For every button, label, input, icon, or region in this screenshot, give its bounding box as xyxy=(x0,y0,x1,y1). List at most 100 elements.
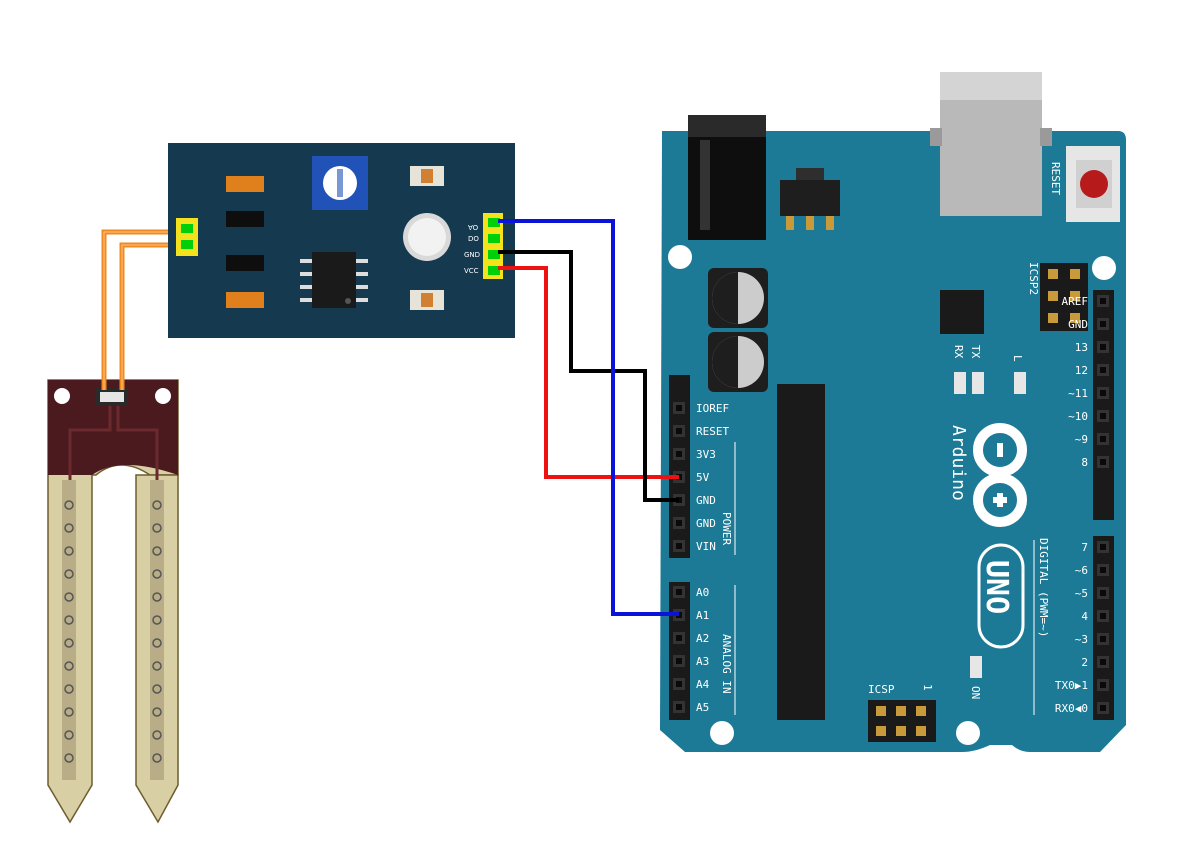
header-pin-hole xyxy=(1100,459,1106,465)
capacitor-2 xyxy=(708,332,768,392)
header-pin-hole xyxy=(676,520,682,526)
atmega-chip xyxy=(777,384,825,720)
icsp-label: ICSP xyxy=(868,683,895,696)
pin-label: ~5 xyxy=(1075,587,1088,600)
analog-header xyxy=(669,582,690,720)
pin-label: 5V xyxy=(696,471,710,484)
pin-label-gnd: GND xyxy=(464,251,480,259)
led-l-label: L xyxy=(1011,355,1024,362)
digital-header-bottom xyxy=(1093,536,1114,720)
voltage-regulator xyxy=(780,180,840,216)
probe-wires xyxy=(101,229,186,390)
header-pin-hole xyxy=(1100,367,1106,373)
pin-label: 4 xyxy=(1081,610,1088,623)
probe-trace-dot xyxy=(64,523,74,533)
wire-gnd-to-gnd xyxy=(498,250,679,502)
probe-trace-dot xyxy=(152,500,162,510)
probe-trace-dot xyxy=(152,661,162,671)
sensor-module: AO DO GND VCC xyxy=(168,143,515,338)
probe-trace-dot xyxy=(152,615,162,625)
pin-label: A3 xyxy=(696,655,709,668)
icsp2-header xyxy=(1040,263,1088,331)
pin-label: 2 xyxy=(1081,656,1088,669)
reset-button[interactable] xyxy=(1066,146,1120,222)
probe-trace-dot xyxy=(64,707,74,717)
pin-label: GND xyxy=(696,494,716,507)
header-pin-hole xyxy=(1100,636,1106,642)
arduino-brand: Arduino xyxy=(948,425,969,501)
probe-trace-dot xyxy=(64,753,74,763)
pin-label: A2 xyxy=(696,632,709,645)
analog-in-title: ANALOG IN xyxy=(720,634,733,694)
probe-trace-dot xyxy=(64,615,74,625)
probe-trace-dot xyxy=(152,684,162,694)
header-pin-hole xyxy=(676,543,682,549)
jumper-wires xyxy=(498,219,679,616)
icsp-header xyxy=(868,700,936,742)
probe-trace-dot xyxy=(64,661,74,671)
pin-label: A1 xyxy=(696,609,709,622)
header-pin-hole xyxy=(1100,659,1106,665)
probe-trace-dot xyxy=(152,569,162,579)
header-pin-hole xyxy=(1100,613,1106,619)
led-tx-label: TX xyxy=(969,345,982,359)
led-rx-label: RX xyxy=(952,345,965,359)
pin-label: 12 xyxy=(1075,364,1088,377)
pin-label: TX0▶1 xyxy=(1055,679,1088,692)
arduino-uno-board: RESET ICSP2 RX TX L ON xyxy=(660,72,1126,752)
pin-label: ~3 xyxy=(1075,633,1088,646)
header-pin-hole xyxy=(676,658,682,664)
header-pin-hole xyxy=(1100,298,1106,304)
header-pin-hole xyxy=(1100,390,1106,396)
header-pin-hole xyxy=(1100,567,1106,573)
header-pin-hole xyxy=(676,451,682,457)
header-pin-hole xyxy=(1100,590,1106,596)
pin-label: A4 xyxy=(696,678,710,691)
icsp2-label: ICSP2 xyxy=(1027,262,1040,295)
digital-title: DIGITAL (PWM=~) xyxy=(1037,538,1050,637)
capacitor-1 xyxy=(708,268,768,328)
pin-label: RX0◀0 xyxy=(1055,702,1088,715)
header-pin-hole xyxy=(676,589,682,595)
pin-label: 3V3 xyxy=(696,448,716,461)
header-pin-hole xyxy=(676,405,682,411)
pin-label: IOREF xyxy=(696,402,729,415)
header-pin-hole xyxy=(1100,344,1106,350)
pin-label: AREF xyxy=(1062,295,1089,308)
power-title: POWER xyxy=(720,512,733,545)
probe-trace-dot xyxy=(152,523,162,533)
probe-trace-dot xyxy=(64,592,74,602)
header-pin-hole xyxy=(1100,413,1106,419)
pin-label: A5 xyxy=(696,701,709,714)
pin-label: ~10 xyxy=(1068,410,1088,423)
pin-label: GND xyxy=(1068,318,1088,331)
pin-label: 13 xyxy=(1075,341,1088,354)
pin-label: RESET xyxy=(696,425,729,438)
probe-trace-dot xyxy=(64,730,74,740)
pin-label: 8 xyxy=(1081,456,1088,469)
probe-trace-dot xyxy=(152,546,162,556)
power-header xyxy=(669,375,690,558)
header-pin-hole xyxy=(676,704,682,710)
uno-model: UNO xyxy=(979,560,1014,614)
pin-label: A0 xyxy=(696,586,709,599)
pin-label-vcc: VCC xyxy=(464,267,479,275)
probe-trace-dot xyxy=(64,500,74,510)
pin-label: VIN xyxy=(696,540,716,553)
pin-label: ~9 xyxy=(1075,433,1088,446)
probe-trace-dot xyxy=(152,592,162,602)
digital-header-top xyxy=(1093,290,1114,520)
header-pin-hole xyxy=(676,428,682,434)
header-pin-hole xyxy=(1100,544,1106,550)
usb-chip xyxy=(940,290,984,334)
pin-label-ao: AO xyxy=(468,223,479,231)
header-pin-hole xyxy=(676,635,682,641)
header-pin-hole xyxy=(676,681,682,687)
soil-moisture-probe xyxy=(47,379,179,824)
probe-trace-dots xyxy=(64,500,162,763)
probe-trace-dot xyxy=(64,684,74,694)
probe-trace-dot xyxy=(152,730,162,740)
uno-badge xyxy=(977,543,1025,649)
on-label: ON xyxy=(969,686,982,699)
